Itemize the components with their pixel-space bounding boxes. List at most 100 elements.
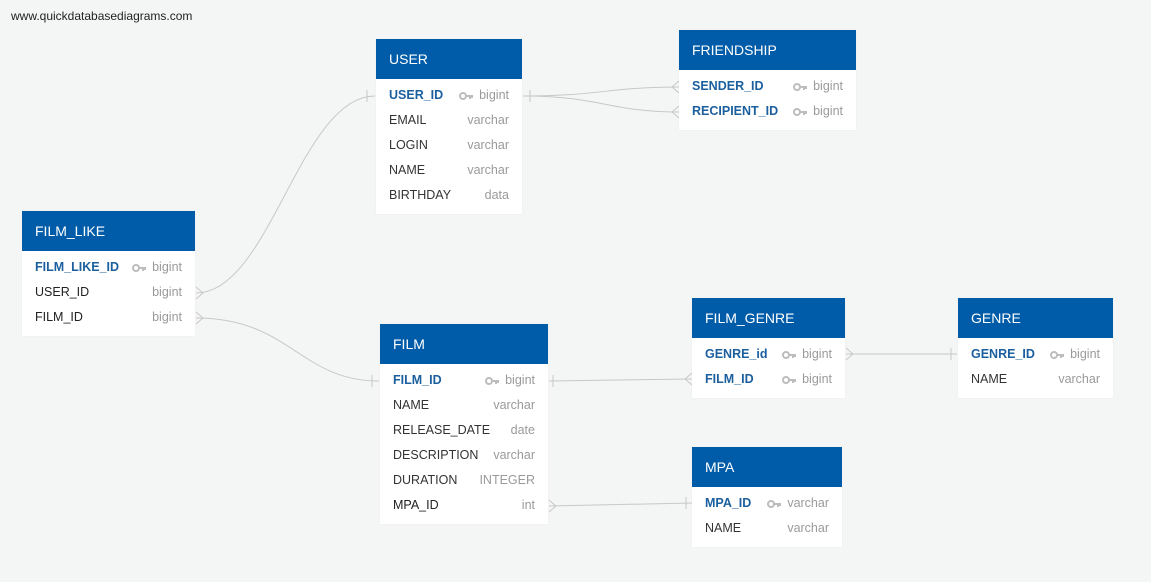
table-row[interactable]: FILM_ID bigint (380, 368, 548, 393)
key-icon (767, 499, 782, 508)
watermark[interactable]: www.quickdatabasediagrams.com (11, 9, 193, 23)
field-name: DESCRIPTION (393, 448, 479, 462)
field-type: bigint (793, 79, 843, 93)
table-title[interactable]: GENRE (958, 298, 1113, 338)
field-name: USER_ID (35, 285, 90, 299)
field-type: varchar (493, 398, 535, 412)
field-type: varchar (467, 113, 509, 127)
field-type-label: bigint (505, 373, 535, 387)
field-type: varchar (787, 521, 829, 535)
key-icon (782, 350, 797, 359)
table-row[interactable]: RELEASE_DATE date (380, 418, 548, 443)
crowfoot-sender (671, 80, 680, 94)
table-row[interactable]: NAME varchar (958, 367, 1113, 392)
table-row[interactable]: DURATION INTEGER (380, 468, 548, 493)
table-genre[interactable]: GENRE GENRE_ID bigint NAME varchar (958, 298, 1113, 398)
field-name: FILM_ID (393, 373, 442, 387)
field-name: RELEASE_DATE (393, 423, 491, 437)
key-icon (459, 91, 474, 100)
table-row[interactable]: GENRE_id bigint (692, 342, 845, 367)
field-type: varchar (493, 448, 535, 462)
field-name: FILM_LIKE_ID (35, 260, 120, 274)
field-name: NAME (389, 163, 426, 177)
table-row[interactable]: FILM_ID bigint (692, 367, 845, 392)
table-row[interactable]: GENRE_ID bigint (958, 342, 1113, 367)
table-title[interactable]: FILM_GENRE (692, 298, 845, 338)
table-row[interactable]: FILM_ID bigint (22, 305, 195, 330)
table-row[interactable]: MPA_ID int (380, 493, 548, 518)
field-name: DURATION (393, 473, 458, 487)
link-film-mpa (548, 502, 693, 507)
field-type: bigint (793, 104, 843, 118)
field-name: MPA_ID (393, 498, 439, 512)
crowfoot-filmgenre-genre (845, 347, 854, 361)
field-type: bigint (1050, 347, 1100, 361)
table-row[interactable]: NAME varchar (380, 393, 548, 418)
key-icon (485, 376, 500, 385)
crowfoot-filmlike-film (195, 311, 204, 325)
table-row[interactable]: MPA_ID varchar (692, 491, 842, 516)
field-type: bigint (782, 347, 832, 361)
table-film-like[interactable]: FILM_LIKE FILM_LIKE_ID bigint USER_ID bi… (22, 211, 195, 336)
field-type: date (510, 423, 535, 437)
field-type: bigint (485, 373, 535, 387)
crowfoot-filmgenre (684, 372, 693, 386)
table-title[interactable]: MPA (692, 447, 842, 487)
crowfoot-filmlike-user (195, 286, 204, 300)
field-name: GENRE_id (705, 347, 768, 361)
key-icon (793, 82, 808, 91)
field-name: FILM_ID (35, 310, 83, 324)
field-type: varchar (767, 496, 829, 510)
table-title[interactable]: USER (376, 39, 522, 79)
field-name: GENRE_ID (971, 347, 1035, 361)
field-name: MPA_ID (705, 496, 752, 510)
field-type-label: bigint (1070, 347, 1100, 361)
table-row[interactable]: NAME varchar (376, 158, 522, 183)
field-type: varchar (467, 138, 509, 152)
table-row[interactable]: RECIPIENT_ID bigint (679, 99, 856, 124)
table-row[interactable]: BIRTHDAY data (376, 183, 522, 208)
key-icon (1050, 350, 1065, 359)
field-name: NAME (705, 521, 742, 535)
field-type: data (484, 188, 509, 202)
table-row[interactable]: FILM_LIKE_ID bigint (22, 255, 195, 280)
table-film-genre[interactable]: FILM_GENRE GENRE_id bigint FILM_ID bigin… (692, 298, 845, 398)
field-name: FILM_ID (705, 372, 754, 386)
table-row[interactable]: EMAIL varchar (376, 108, 522, 133)
key-icon (793, 107, 808, 116)
field-type: varchar (467, 163, 509, 177)
table-mpa[interactable]: MPA MPA_ID varchar NAME varchar (692, 447, 842, 547)
field-type: INTEGER (479, 473, 535, 487)
field-name: NAME (971, 372, 1008, 386)
field-name: NAME (393, 398, 430, 412)
table-title[interactable]: FILM_LIKE (22, 211, 195, 251)
field-type: bigint (782, 372, 832, 386)
field-name: LOGIN (389, 138, 428, 152)
link-user-recipient (522, 95, 680, 113)
key-icon (782, 375, 797, 384)
field-type-label: bigint (152, 260, 182, 274)
field-type: bigint (459, 88, 509, 102)
field-name: SENDER_ID (692, 79, 764, 93)
table-row[interactable]: NAME varchar (692, 516, 842, 541)
table-title[interactable]: FRIENDSHIP (679, 30, 856, 70)
table-row[interactable]: USER_ID bigint (22, 280, 195, 305)
table-film[interactable]: FILM FILM_ID bigint NAME varchar RELEASE… (380, 324, 548, 524)
crowfoot-recipient (671, 105, 680, 119)
field-name: USER_ID (389, 88, 444, 102)
field-type: int (521, 498, 535, 512)
field-type-label: bigint (802, 347, 832, 361)
field-type: bigint (152, 285, 182, 299)
table-row[interactable]: SENDER_ID bigint (679, 74, 856, 99)
table-friendship[interactable]: FRIENDSHIP SENDER_ID bigint RECIPIENT_ID… (679, 30, 856, 130)
field-type-label: varchar (787, 496, 829, 510)
table-user[interactable]: USER USER_ID bigint EMAIL varchar LOGIN … (376, 39, 522, 214)
table-row[interactable]: LOGIN varchar (376, 133, 522, 158)
field-type: varchar (1058, 372, 1100, 386)
table-row[interactable]: DESCRIPTION varchar (380, 443, 548, 468)
table-title[interactable]: FILM (380, 324, 548, 364)
field-type-label: bigint (802, 372, 832, 386)
field-type-label: bigint (813, 79, 843, 93)
table-row[interactable]: USER_ID bigint (376, 83, 522, 108)
